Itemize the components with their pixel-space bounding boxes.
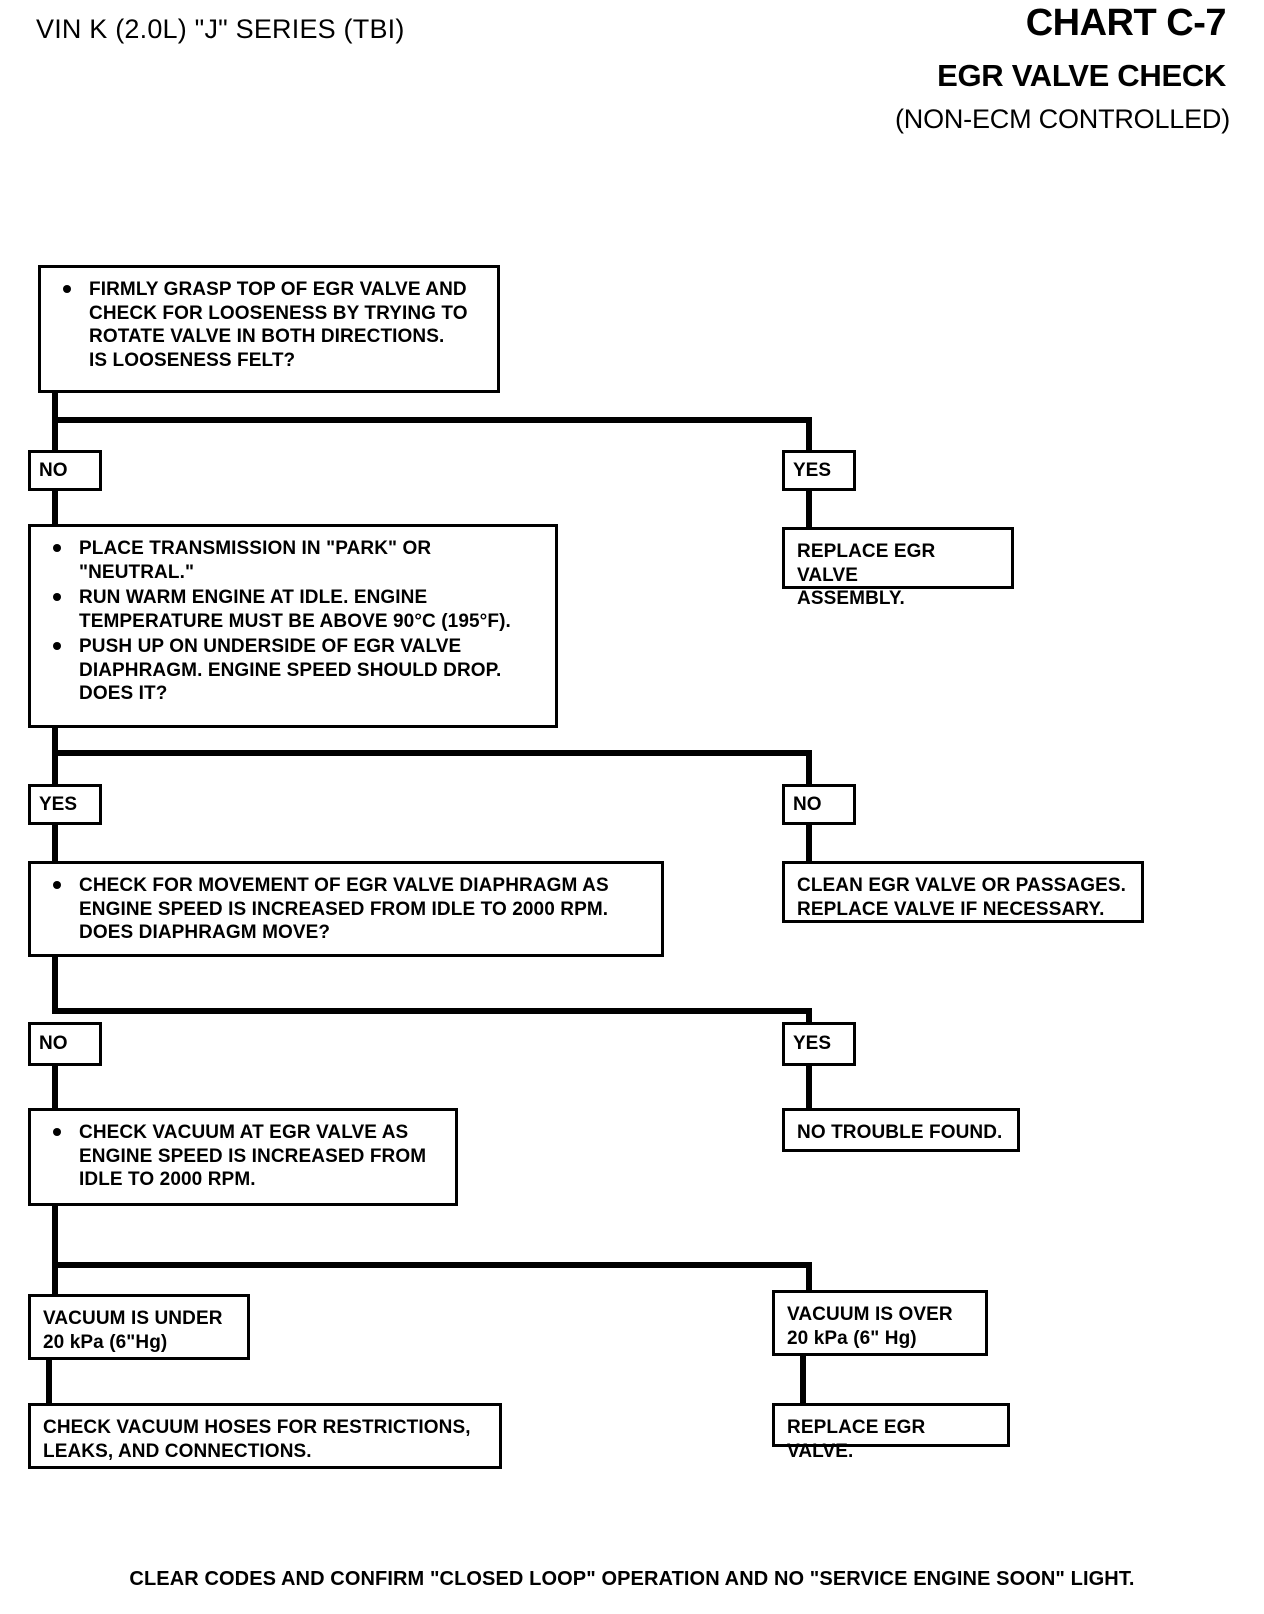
decision-1-yes: YES xyxy=(782,450,856,491)
connector-branch3-bus xyxy=(52,1008,812,1014)
connector-branch2-bus xyxy=(52,750,812,756)
result-clean-valve-text: CLEAN EGR VALVE OR PASSAGES. REPLACE VAL… xyxy=(797,875,1127,920)
step-3-bullet-1: CHECK FOR MOVEMENT OF EGR VALVE DIAPHRAG… xyxy=(41,874,653,945)
connector-branch3-left-down xyxy=(52,957,58,1014)
connector-no2-down xyxy=(806,825,812,863)
step-3-box: CHECK FOR MOVEMENT OF EGR VALVE DIAPHRAG… xyxy=(28,861,664,957)
connector-branch2-right-down xyxy=(806,750,812,786)
step-1-box: FIRMLY GRASP TOP OF EGR VALVE AND CHECK … xyxy=(38,265,500,393)
step-2-bullet-1: PLACE TRANSMISSION IN "PARK" OR "NEUTRAL… xyxy=(41,537,547,584)
step-2-text-2: RUN WARM ENGINE AT IDLE. ENGINE TEMPERAT… xyxy=(79,587,511,632)
decision-3-no: NO xyxy=(28,1022,102,1066)
decision-2-no: NO xyxy=(782,784,856,825)
connector-no3-down xyxy=(52,1066,58,1110)
connector-no1-down xyxy=(52,491,58,527)
decision-2-yes: YES xyxy=(28,784,102,825)
connector-step2-down xyxy=(52,728,58,756)
step-2-text-1: PLACE TRANSMISSION IN "PARK" OR "NEUTRAL… xyxy=(79,538,432,583)
step-1-text: FIRMLY GRASP TOP OF EGR VALVE AND CHECK … xyxy=(89,279,468,371)
result-clean-valve-box: CLEAN EGR VALVE OR PASSAGES. REPLACE VAL… xyxy=(782,861,1144,923)
result-replace-valve-box: REPLACE EGR VALVE. xyxy=(772,1403,1010,1462)
result-check-hoses-box: CHECK VACUUM HOSES FOR RESTRICTIONS, LEA… xyxy=(28,1403,502,1469)
footer-note: CLEAR CODES AND CONFIRM "CLOSED LOOP" OP… xyxy=(129,1568,1135,1590)
result-replace-valve-text: REPLACE EGR VALVE. xyxy=(787,1417,926,1462)
bullet-dot-icon xyxy=(53,544,61,552)
connector-vacuum-under-down xyxy=(46,1360,52,1405)
step-2-text-3: PUSH UP ON UNDERSIDE OF EGR VALVE DIAPHR… xyxy=(79,636,502,705)
result-vacuum-over-box: VACUUM IS OVER 20 kPa (6" Hg) xyxy=(772,1290,988,1356)
result-vacuum-over-text: VACUUM IS OVER 20 kPa (6" Hg) xyxy=(787,1304,953,1349)
decision-3-yes: YES xyxy=(782,1022,856,1066)
connector-vacuum-right-down xyxy=(806,1262,812,1296)
result-vacuum-under-text: VACUUM IS UNDER 20 kPa (6"Hg) xyxy=(43,1308,223,1353)
connector-yes3-down xyxy=(806,1066,812,1110)
step-3-text: CHECK FOR MOVEMENT OF EGR VALVE DIAPHRAG… xyxy=(79,875,609,944)
result-no-trouble-box: NO TROUBLE FOUND. xyxy=(782,1108,1020,1152)
step-4-bullet-1: CHECK VACUUM AT EGR VALVE AS ENGINE SPEE… xyxy=(41,1121,447,1192)
vin-label: VIN K (2.0L) "J" SERIES (TBI) xyxy=(36,14,405,44)
chart-number: CHART C-7 xyxy=(1025,2,1227,44)
bullet-dot-icon xyxy=(53,881,61,889)
connector-branch1-left-down xyxy=(52,417,58,453)
chart-title: EGR VALVE CHECK xyxy=(937,58,1226,93)
step-4-text: CHECK VACUUM AT EGR VALVE AS ENGINE SPEE… xyxy=(79,1122,427,1191)
step-2-bullet-3: PUSH UP ON UNDERSIDE OF EGR VALVE DIAPHR… xyxy=(41,635,547,706)
result-check-hoses-text: CHECK VACUUM HOSES FOR RESTRICTIONS, LEA… xyxy=(43,1417,471,1462)
chart-subtitle: (NON-ECM CONTROLLED) xyxy=(894,104,1230,134)
bullet-dot-icon xyxy=(63,285,71,293)
bullet-dot-icon xyxy=(53,642,61,651)
step-4-box: CHECK VACUUM AT EGR VALVE AS ENGINE SPEE… xyxy=(28,1108,458,1206)
connector-step4-down xyxy=(52,1206,58,1296)
connector-vacuum-bus xyxy=(52,1262,812,1268)
connector-step1-down xyxy=(52,393,58,423)
result-vacuum-under-box: VACUUM IS UNDER 20 kPa (6"Hg) xyxy=(28,1294,250,1360)
connector-branch1-right-down xyxy=(806,417,812,453)
step-2-box: PLACE TRANSMISSION IN "PARK" OR "NEUTRAL… xyxy=(28,524,558,728)
result-no-trouble-text: NO TROUBLE FOUND. xyxy=(797,1122,1003,1143)
result-replace-assembly-text: REPLACE EGR VALVE ASSEMBLY. xyxy=(797,541,936,610)
connector-vacuum-over-down xyxy=(800,1356,806,1405)
bullet-dot-icon xyxy=(53,593,61,602)
connector-branch2-left-down xyxy=(52,750,58,786)
step-1-bullet-1: FIRMLY GRASP TOP OF EGR VALVE AND CHECK … xyxy=(51,278,489,372)
bullet-dot-icon xyxy=(53,1128,61,1136)
step-2-bullet-2: RUN WARM ENGINE AT IDLE. ENGINE TEMPERAT… xyxy=(41,586,547,633)
connector-branch1-bus xyxy=(52,417,812,423)
result-replace-assembly-box: REPLACE EGR VALVE ASSEMBLY. xyxy=(782,527,1014,609)
connector-yes2-down xyxy=(52,825,58,863)
decision-1-no: NO xyxy=(28,450,102,491)
connector-yes1-down xyxy=(806,491,812,527)
